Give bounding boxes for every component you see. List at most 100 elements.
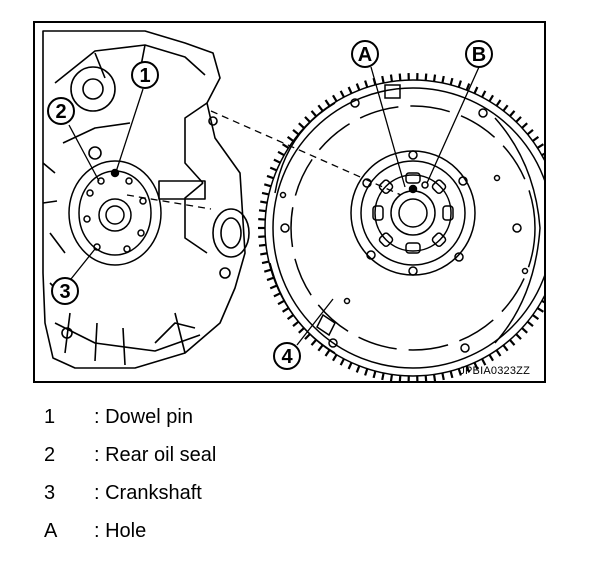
- gear-tooth: [304, 333, 311, 340]
- gear-tooth: [473, 86, 479, 94]
- gear-tooth: [398, 73, 402, 81]
- gear-tooth: [261, 191, 270, 196]
- flywheel: [258, 73, 544, 381]
- gear-tooth: [324, 99, 331, 107]
- gear-tooth: [310, 110, 317, 117]
- gear-tooth: [449, 77, 454, 86]
- gear-tooth: [292, 129, 300, 136]
- gear-tooth: [509, 110, 516, 117]
- callout-a: A: [351, 40, 379, 68]
- legend-description: : Dowel pin: [94, 406, 193, 428]
- gear-tooth: [347, 362, 353, 370]
- gear-tooth: [502, 344, 509, 352]
- gear-tooth: [521, 122, 528, 129]
- gear-tooth: [521, 327, 528, 334]
- gear-tooth: [355, 83, 361, 91]
- gear-tooth: [515, 333, 522, 340]
- legend-row: 1 : Dowel pin: [44, 398, 564, 436]
- gear-tooth: [536, 307, 544, 313]
- gear-tooth: [424, 375, 428, 381]
- gear-tooth: [317, 344, 324, 352]
- gear-tooth: [481, 90, 487, 98]
- gear-tooth: [292, 320, 300, 327]
- callout-b: B: [465, 40, 493, 68]
- flywheel-installation-diagram: 1 2 3 4 A B: [42, 30, 544, 381]
- gear-tooth: [495, 349, 502, 357]
- callout-3-label: 3: [59, 281, 70, 303]
- gear-tooth: [282, 307, 290, 313]
- gear-tooth: [536, 143, 544, 149]
- ring-gear-teeth: [258, 73, 544, 381]
- callout-4-label: 4: [281, 346, 293, 368]
- gear-tooth: [389, 374, 394, 381]
- gear-tooth: [495, 99, 502, 107]
- gear-tooth: [502, 104, 509, 112]
- gear-tooth: [304, 116, 311, 123]
- gear-tooth: [355, 365, 361, 373]
- gear-tooth: [488, 94, 494, 102]
- gear-tooth: [389, 74, 394, 82]
- legend-key: A: [44, 520, 58, 542]
- gear-tooth: [282, 143, 290, 149]
- gear-tooth: [263, 268, 272, 273]
- legend-row: A : Hole: [44, 512, 564, 550]
- gear-tooth: [481, 358, 487, 366]
- gear-tooth: [260, 200, 268, 204]
- callout-3: 3: [51, 277, 79, 305]
- gear-tooth: [273, 292, 281, 298]
- legend-key: 2: [44, 444, 56, 466]
- gear-tooth: [286, 314, 294, 320]
- callout-4: 4: [273, 342, 301, 370]
- gear-tooth: [263, 183, 272, 188]
- callout-2: 2: [47, 97, 75, 125]
- legend-description: : Crankshaft: [94, 482, 202, 504]
- legend-description: : Hole: [94, 520, 147, 542]
- gear-tooth: [432, 74, 437, 82]
- gear-tooth: [332, 354, 338, 362]
- gear-tooth: [310, 339, 317, 346]
- gear-tooth: [465, 83, 471, 91]
- gear-tooth: [273, 158, 281, 164]
- gear-tooth: [324, 349, 331, 357]
- gear-tooth: [277, 150, 285, 157]
- gear-tooth: [364, 368, 369, 376]
- gear-tooth: [541, 152, 544, 157]
- legend-key: 1: [44, 406, 56, 428]
- gear-tooth: [260, 252, 268, 256]
- legend-description: : Rear oil seal: [94, 444, 217, 466]
- gear-tooth: [269, 284, 278, 290]
- gear-tooth: [532, 136, 540, 142]
- gear-tooth: [526, 320, 534, 327]
- legend-row: 3 : Crankshaft: [44, 474, 564, 512]
- legend: 1 : Dowel pin 2 : Rear oil seal 3 : Cran…: [44, 398, 564, 550]
- gear-tooth: [509, 339, 516, 346]
- callout-b-label: B: [472, 44, 486, 66]
- callout-1: 1: [131, 61, 159, 89]
- callout-2-label: 2: [55, 101, 66, 123]
- gear-tooth: [258, 243, 267, 247]
- gear-tooth: [541, 299, 544, 304]
- callout-1-label: 1: [139, 65, 150, 87]
- figure-code: JPBIA0323ZZ: [459, 365, 530, 377]
- legend-key: 3: [44, 482, 56, 504]
- gear-tooth: [488, 354, 494, 362]
- gear-tooth: [347, 86, 353, 94]
- gear-tooth: [526, 129, 534, 136]
- gear-tooth: [317, 104, 324, 112]
- gear-tooth: [441, 75, 445, 84]
- gear-tooth: [398, 375, 402, 381]
- gear-tooth: [332, 94, 338, 102]
- gear-tooth: [465, 365, 471, 373]
- legend-row: 2 : Rear oil seal: [44, 436, 564, 474]
- gear-tooth: [449, 370, 454, 379]
- gear-tooth: [261, 260, 270, 265]
- gear-tooth: [286, 136, 294, 142]
- gear-tooth: [424, 73, 428, 81]
- gear-tooth: [432, 374, 437, 381]
- gear-tooth: [269, 166, 278, 172]
- gear-tooth: [258, 209, 267, 213]
- gear-tooth: [515, 116, 522, 123]
- gear-tooth: [473, 362, 479, 370]
- callout-a-label: A: [358, 44, 372, 66]
- callout-leaders: [68, 66, 480, 346]
